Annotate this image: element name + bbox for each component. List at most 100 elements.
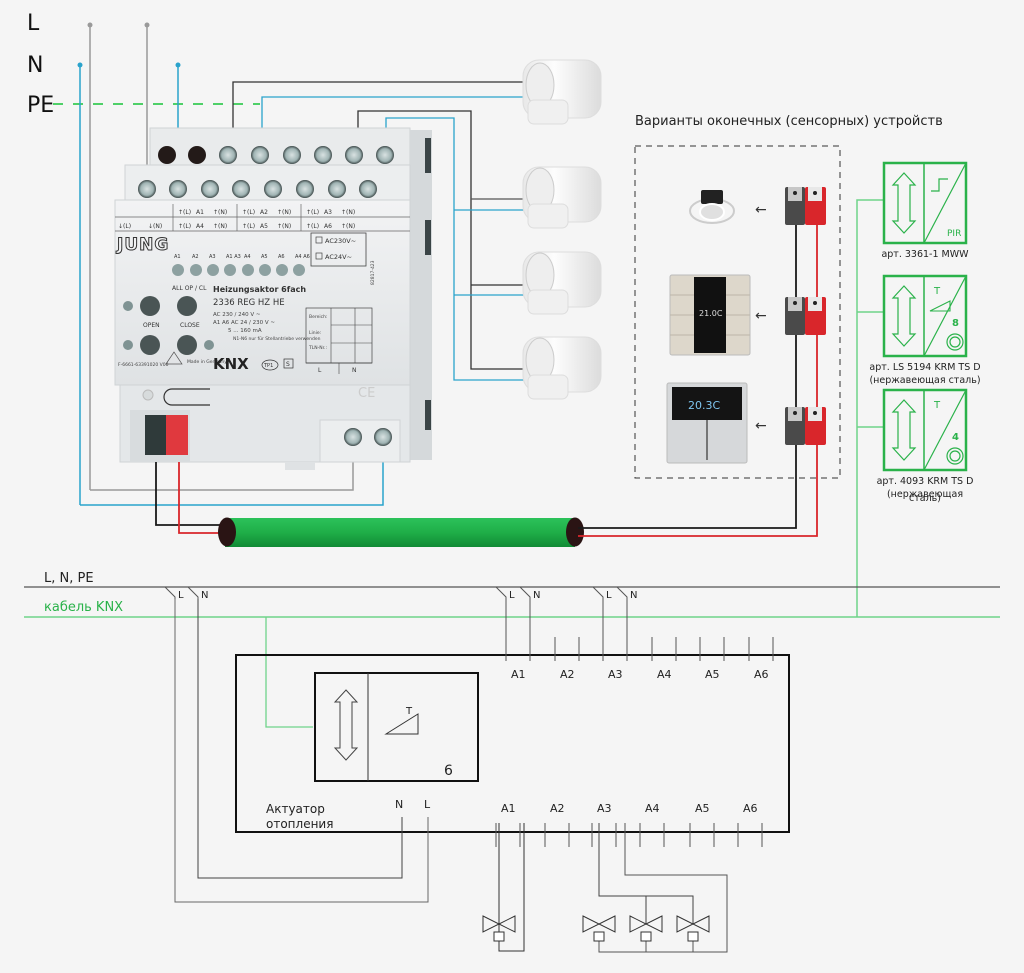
button-icon <box>946 333 964 351</box>
screw-terminal <box>296 180 314 198</box>
sensor-caption: сталь) <box>909 493 941 504</box>
top-output-label: A1 <box>511 668 526 681</box>
channel-led <box>242 264 254 276</box>
led-label: A4 A6 <box>295 254 310 260</box>
device-spec: A1 A6 AC 24 / 230 V ~ <box>213 320 275 326</box>
tap-L-label: L <box>606 590 612 601</box>
terminal-label: ↑(L) <box>306 209 319 216</box>
bottom-output-label: A6 <box>743 802 758 815</box>
symbol-label: PIR <box>947 229 961 239</box>
symbol-label: T <box>933 286 941 297</box>
bottom-output-label: A3 <box>597 802 612 815</box>
N-supply-schematic <box>197 599 403 879</box>
supply-N-label: N <box>395 798 403 811</box>
sensors-title: Варианты оконечных (сенсорных) устройств <box>635 114 943 129</box>
certification-icon <box>165 351 183 365</box>
screw-terminal <box>283 146 301 164</box>
tap-L-wire <box>592 586 604 655</box>
tap-L-wire <box>495 586 507 655</box>
knx-bus-label: кабель KNX <box>44 600 123 615</box>
valve-icon <box>482 915 516 942</box>
terminal-label: ↑(L) <box>178 209 191 216</box>
screw-terminal <box>359 180 377 198</box>
terminal-label: ↑(L) <box>242 209 255 216</box>
sensor-options-frame <box>634 145 841 479</box>
led-label: A4 <box>244 254 251 260</box>
valve-A1-wire <box>498 823 525 952</box>
screw-terminal <box>138 180 156 198</box>
bottom-output-label: A1 <box>501 802 516 815</box>
temperature-ramp-icon <box>929 300 951 312</box>
channel-led <box>276 264 288 276</box>
knx-actuator-wire <box>265 617 313 728</box>
screw-terminal <box>219 146 237 164</box>
bottom-output-label: A4 <box>645 802 660 815</box>
tap-N-label: N <box>533 590 540 601</box>
terminal-label: A5 <box>260 223 268 230</box>
knx-bus-red-wire <box>578 205 818 537</box>
led-label: A1 A3 <box>226 254 241 260</box>
room-thermostat-device: 20.3C <box>666 382 748 464</box>
heating-actuator-symbol <box>235 654 790 833</box>
button-count: 8 <box>952 318 959 329</box>
channel-led <box>224 264 236 276</box>
led-label: A5 <box>261 254 268 260</box>
bidirectional-arrow-icon <box>891 172 917 234</box>
tap-L-label: L <box>509 590 515 601</box>
sensor-caption: арт. 3361-1 MWW <box>881 249 969 260</box>
knx-bus-black-wire <box>155 462 222 526</box>
thermal-actuator-head-2 <box>522 166 602 229</box>
device-spec: AC 230 / 240 V ~ <box>213 312 261 318</box>
sensor-caption: (нержавеющая сталь) <box>869 375 980 386</box>
unused-terminal <box>158 146 176 164</box>
junction-dot <box>175 62 181 68</box>
top-output-label: A2 <box>560 668 575 681</box>
label-field: Bereich: <box>309 314 327 320</box>
thermal-actuator-head-4 <box>522 336 602 400</box>
bus-connector <box>785 187 826 225</box>
part-number: F-6661-63391020 V00 <box>118 362 169 368</box>
symbol-label: T <box>933 400 941 411</box>
bus-terminal-black <box>145 415 166 455</box>
voltage-checkbox-24 <box>315 252 323 260</box>
junction-dot <box>87 22 93 28</box>
valve-icon <box>582 915 616 942</box>
thermal-actuator-head-1 <box>522 59 602 125</box>
ce-mark: CE <box>358 386 375 401</box>
sensor-caption: арт. 4093 KRM TS D <box>877 476 974 487</box>
device-spec: N1-N6 nur für Stellantriebe verwenden <box>233 336 321 342</box>
voltage-option-24: AC24V~ <box>325 253 352 261</box>
tap-L-wire <box>164 586 176 599</box>
channel-led <box>207 264 219 276</box>
terminal-label: ↓(L) <box>118 223 131 230</box>
bus-connector <box>785 297 826 335</box>
device-name: Heizungsaktor 6fach <box>213 285 306 294</box>
terminal-label: ↑(N) <box>341 223 355 230</box>
screw-terminal <box>345 146 363 164</box>
tap-N-label: N <box>630 590 637 601</box>
channel-led <box>293 264 305 276</box>
tap-N-wire <box>187 586 199 599</box>
screw-terminal <box>232 180 250 198</box>
power-bus-label: L, N, PE <box>44 571 94 586</box>
screw-terminal <box>169 180 187 198</box>
terminal-label-L: L <box>318 367 322 374</box>
valve-A3-return-wire <box>598 823 728 953</box>
serial-number: 82817-423 <box>370 260 376 285</box>
rail-label-PE: PE <box>27 93 54 118</box>
actuator-label-line1: Актуатор <box>266 802 325 816</box>
rail-label-L: L <box>27 11 40 36</box>
device-model: 2336 REG HZ HE <box>213 298 285 308</box>
release-clip <box>163 388 210 406</box>
actuator-label-line2: отопления <box>266 817 333 831</box>
button-label-open: OPEN <box>143 322 160 329</box>
screw-terminal <box>314 146 332 164</box>
junction-dot <box>144 22 150 28</box>
terminal-label: ↑(L) <box>178 223 191 230</box>
terminal-label: ↑(L) <box>306 223 319 230</box>
terminal-label: ↑(L) <box>242 223 255 230</box>
sensor-caption: (нержавеющая <box>887 489 963 500</box>
voltage-checkbox-230 <box>315 236 323 244</box>
screw-terminal <box>264 180 282 198</box>
